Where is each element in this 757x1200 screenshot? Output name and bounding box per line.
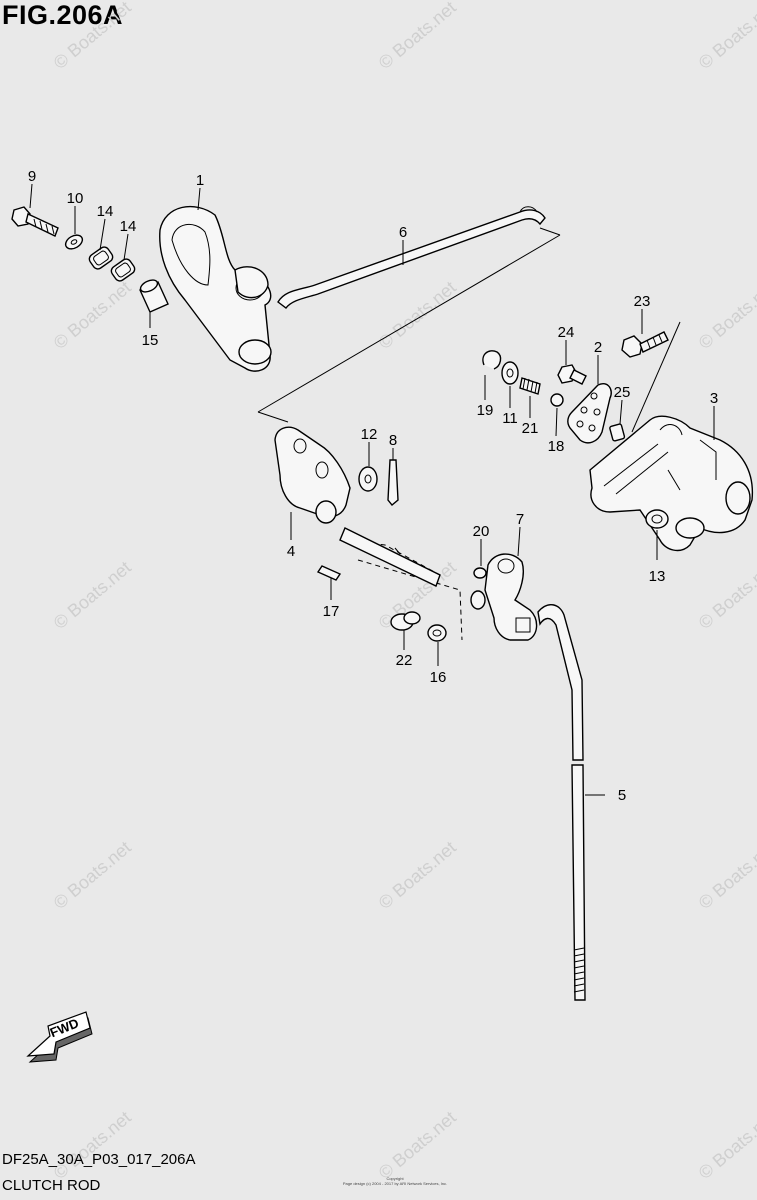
watermark: © Boats.net [695, 0, 757, 73]
watermark: © Boats.net [695, 557, 757, 633]
shift-shaft-part-4 [274, 426, 441, 587]
callout-16: 16 [430, 669, 447, 686]
callout-25: 25 [614, 384, 631, 401]
figure-code: DF25A_30A_P03_017_206A [2, 1151, 196, 1168]
watermark: © Boats.net [695, 837, 757, 913]
callout-7: 7 [516, 511, 524, 528]
callout-19: 19 [477, 402, 494, 419]
watermark: © Boats.net [375, 277, 460, 353]
callout-9: 9 [28, 168, 36, 185]
figure-title: FIG.206A [2, 0, 124, 30]
callout-23: 23 [634, 293, 651, 310]
spring-part-21 [519, 377, 541, 395]
knob-part-22 [390, 611, 421, 631]
watermark: © Boats.net [50, 0, 135, 73]
bolt-part-23 [621, 331, 669, 358]
pin-part-17 [316, 565, 342, 581]
callout-5: 5 [618, 787, 626, 804]
watermark: © Boats.net [50, 277, 135, 353]
watermark-layer: © Boats.net © Boats.net © Boats.net © Bo… [50, 0, 757, 1183]
callout-15: 15 [142, 332, 159, 349]
callout-3: 3 [710, 390, 718, 407]
figure-name: CLUTCH ROD [2, 1177, 101, 1194]
bushing-part-14 [88, 246, 136, 282]
rod-part-5 [537, 604, 586, 1001]
callout-24: 24 [558, 324, 575, 341]
watermark: © Boats.net [375, 1107, 460, 1183]
plate-part-2 [567, 383, 612, 444]
clutch-lever-part-1 [159, 205, 272, 372]
copyright-text: Page design (c) 2004 - 2017 by ARI Netwo… [342, 1181, 448, 1186]
ball-part-18 [550, 393, 564, 407]
fwd-arrow-icon: FWD [26, 1011, 93, 1063]
callout-22: 22 [396, 652, 413, 669]
callout-8: 8 [389, 432, 397, 449]
bolt-part-9 [11, 206, 59, 237]
washer-part-12 [358, 466, 378, 492]
rod-part-6 [277, 206, 546, 309]
callout-11: 11 [502, 410, 518, 427]
callout-21: 21 [522, 420, 539, 437]
copyright-label: Copyright [386, 1176, 404, 1181]
nut-part-20 [473, 567, 487, 579]
callout-18: 18 [548, 438, 565, 455]
callout-13: 13 [649, 568, 666, 585]
callout-4: 4 [287, 543, 295, 560]
housing-part-3 [589, 415, 754, 552]
watermark: © Boats.net [695, 1107, 757, 1183]
lever-part-7 [470, 553, 538, 641]
callout-14: 14 [120, 218, 137, 235]
watermark: © Boats.net [375, 837, 460, 913]
callout-6: 6 [399, 224, 407, 241]
callout-12: 12 [361, 426, 378, 443]
bolt-part-24 [557, 364, 587, 385]
washer-part-16 [427, 624, 447, 642]
cotter-pin-part-8 [387, 459, 399, 506]
copyright-notice: Copyright Page design (c) 2004 - 2017 by… [310, 1176, 480, 1186]
washer-part-10 [64, 234, 84, 250]
callout-1: 1 [196, 172, 204, 189]
watermark: © Boats.net [50, 837, 135, 913]
washer-part-11 [501, 361, 519, 385]
callout-10: 10 [67, 190, 84, 207]
callout-20: 20 [473, 523, 490, 540]
circlip-part-19 [482, 350, 502, 370]
pin-part-25 [609, 423, 626, 442]
watermark: © Boats.net [50, 1107, 135, 1183]
callout-numbers: 9 10 14 14 1 6 15 23 24 2 25 3 19 11 21 … [28, 168, 718, 804]
leader-lines [29, 183, 715, 796]
callout-2: 2 [594, 339, 602, 356]
watermark: © Boats.net [50, 557, 135, 633]
watermark: © Boats.net [375, 0, 460, 73]
callout-14: 14 [97, 203, 114, 220]
collar-part-15 [139, 279, 169, 313]
washer-part-13 [645, 509, 669, 529]
callout-17: 17 [323, 603, 340, 620]
watermark: © Boats.net [695, 277, 757, 353]
